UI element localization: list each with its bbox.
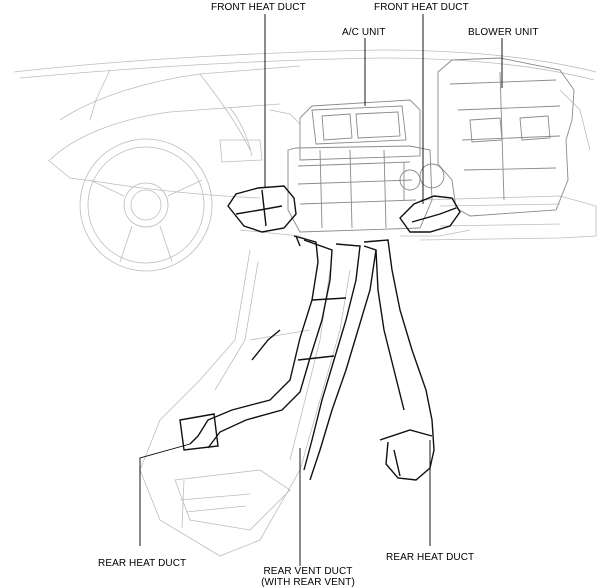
label-rear-vent-duct-line2: (WITH REAR VENT): [261, 577, 355, 588]
leader-rear-heat-duct-left: [139, 443, 191, 546]
center-console-outline: [139, 249, 351, 557]
ac-unit: [287, 99, 445, 233]
leader-lines: [139, 14, 503, 566]
blower-unit: [437, 57, 575, 217]
label-blower-unit: BLOWER UNIT: [468, 27, 539, 38]
rear-heat-duct-right-shape: [363, 239, 435, 481]
label-ac-unit: A/C UNIT: [342, 27, 386, 38]
label-front-heat-duct-left: FRONT HEAT DUCT: [211, 2, 306, 13]
label-front-heat-duct-right: FRONT HEAT DUCT: [374, 2, 469, 13]
label-rear-vent-duct: REAR VENT DUCT (WITH REAR VENT): [258, 566, 358, 588]
front-heat-duct-left-shape: [227, 185, 297, 233]
front-heat-duct-right-shape: [399, 195, 461, 233]
steering-wheel: [79, 138, 213, 272]
label-rear-heat-duct-right: REAR HEAT DUCT: [386, 552, 475, 563]
rear-vent-duct-shape: [297, 243, 377, 481]
rear-heat-duct-left-shape: [179, 235, 333, 451]
label-rear-heat-duct-left: REAR HEAT DUCT: [98, 558, 187, 569]
label-rear-vent-duct-line1: REAR VENT DUCT: [263, 566, 353, 577]
